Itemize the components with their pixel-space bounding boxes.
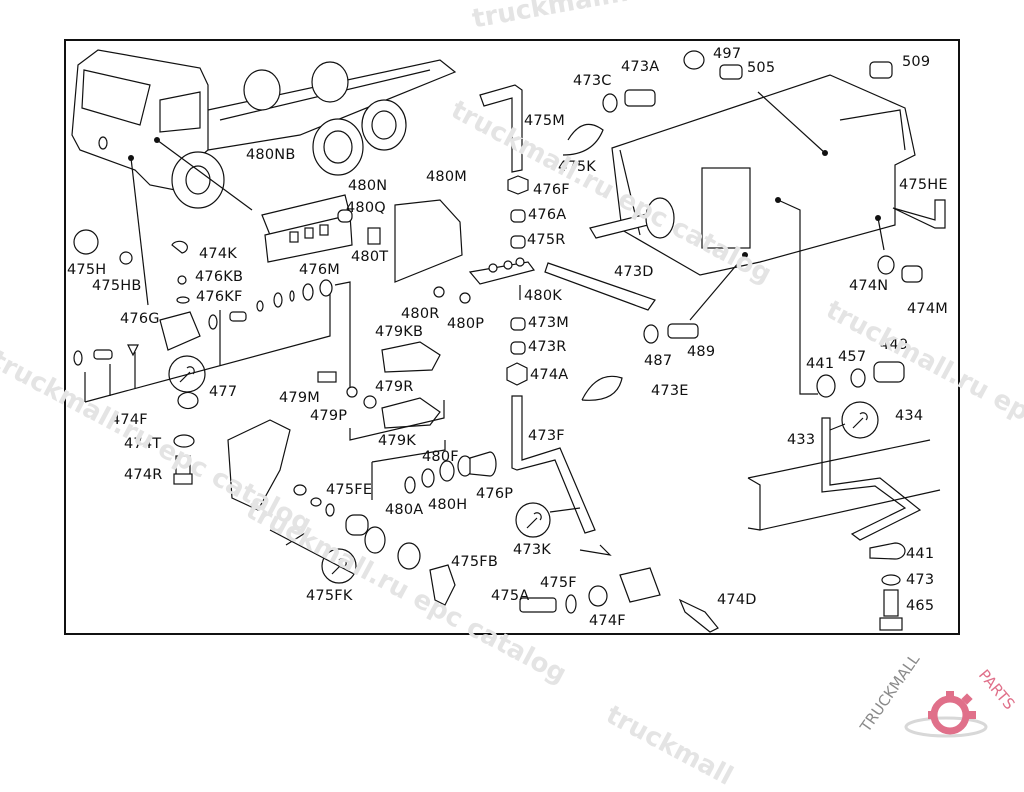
part-label-474d[interactable]: 474D <box>717 592 757 608</box>
part-label-476g[interactable]: 476G <box>120 311 160 327</box>
part-label-476p[interactable]: 476P <box>476 486 514 502</box>
part-label-457[interactable]: 457 <box>838 349 867 365</box>
part-label-474t[interactable]: 474T <box>124 436 162 452</box>
part-label-476a[interactable]: 476A <box>528 207 567 223</box>
part-label-476kb[interactable]: 476KB <box>195 269 244 285</box>
part-label-477[interactable]: 477 <box>209 384 238 400</box>
part-label-475he[interactable]: 475HE <box>899 177 948 193</box>
part-label-475fk[interactable]: 475FK <box>306 588 353 604</box>
logo-text-2: PARTS <box>975 666 1018 713</box>
part-label-475h[interactable]: 475H <box>67 262 107 278</box>
part-label-480nb[interactable]: 480NB <box>246 147 296 163</box>
logo-text-1: TRUCKMALL <box>858 655 924 736</box>
part-label-479k[interactable]: 479K <box>378 433 416 449</box>
part-label-434[interactable]: 434 <box>895 408 924 424</box>
gearbox-illustration <box>589 50 946 395</box>
middle-pipe-column <box>433 84 719 633</box>
part-label-474f[interactable]: 474F <box>589 613 626 629</box>
part-label-480p[interactable]: 480P <box>447 316 485 332</box>
part-label-480q[interactable]: 480Q <box>346 200 386 216</box>
part-label-480a[interactable]: 480A <box>385 502 424 518</box>
part-label-433[interactable]: 433 <box>787 432 816 448</box>
part-label-473[interactable]: 473 <box>906 572 935 588</box>
part-label-465[interactable]: 465 <box>906 598 935 614</box>
part-label-449[interactable]: 449 <box>880 337 909 353</box>
part-label-474m[interactable]: 474M <box>907 301 948 317</box>
part-label-475m[interactable]: 475M <box>524 113 565 129</box>
part-label-473d[interactable]: 473D <box>614 264 654 280</box>
part-label-480n[interactable]: 480N <box>348 178 388 194</box>
part-label-479r[interactable]: 479R <box>375 379 414 395</box>
part-label-509[interactable]: 509 <box>902 54 931 70</box>
part-label-475a[interactable]: 475A <box>491 588 530 604</box>
part-label-473k[interactable]: 473K <box>513 542 551 558</box>
part-label-475f[interactable]: 475F <box>540 575 577 591</box>
part-label-480k[interactable]: 480K <box>524 288 562 304</box>
part-label-473m[interactable]: 473M <box>528 315 569 331</box>
part-label-475r[interactable]: 475R <box>527 232 566 248</box>
right-pipe-assembly <box>747 361 941 631</box>
part-label-473c[interactable]: 473C <box>573 73 612 89</box>
part-label-473r[interactable]: 473R <box>528 339 567 355</box>
part-label-479p[interactable]: 479P <box>310 408 348 424</box>
gear-icon <box>928 691 976 735</box>
exploded-parts-drawing <box>71 49 946 633</box>
truckmallparts-logo: TRUCKMALL PARTS <box>858 655 1018 738</box>
part-label-479m[interactable]: 479M <box>279 390 320 406</box>
part-label-480h[interactable]: 480H <box>428 497 468 513</box>
part-label-474n[interactable]: 474N <box>849 278 889 294</box>
part-label-479kb[interactable]: 479KB <box>375 324 424 340</box>
part-label-473f[interactable]: 473F <box>528 428 565 444</box>
part-label-480f[interactable]: 480F <box>422 449 459 465</box>
part-label-441[interactable]: 441 <box>906 546 935 562</box>
part-label-474a[interactable]: 474A <box>530 367 569 383</box>
part-label-475fb[interactable]: 475FB <box>451 554 498 570</box>
part-label-487[interactable]: 487 <box>644 353 673 369</box>
part-label-480t[interactable]: 480T <box>351 249 389 265</box>
part-label-474r[interactable]: 474R <box>124 467 163 483</box>
part-label-476f[interactable]: 476F <box>533 182 570 198</box>
relay-valve-assembly <box>73 194 497 606</box>
part-label-505[interactable]: 505 <box>747 60 776 76</box>
part-label-476kf[interactable]: 476KF <box>196 289 243 305</box>
part-label-497[interactable]: 497 <box>713 46 742 62</box>
part-label-473e[interactable]: 473E <box>651 383 689 399</box>
part-label-474k[interactable]: 474K <box>199 246 237 262</box>
part-label-475k[interactable]: 475K <box>558 159 596 175</box>
part-label-489[interactable]: 489 <box>687 344 716 360</box>
part-label-476m[interactable]: 476M <box>299 262 340 278</box>
part-label-474f[interactable]: 474F <box>111 412 148 428</box>
part-label-480r[interactable]: 480R <box>401 306 440 322</box>
part-label-475fe[interactable]: 475FE <box>326 482 373 498</box>
part-label-473a[interactable]: 473A <box>621 59 660 75</box>
logo-swoosh <box>904 716 988 738</box>
part-label-441[interactable]: 441 <box>806 356 835 372</box>
part-label-475hb[interactable]: 475HB <box>92 278 142 294</box>
truck-illustration <box>71 49 457 306</box>
part-label-480m[interactable]: 480M <box>426 169 467 185</box>
